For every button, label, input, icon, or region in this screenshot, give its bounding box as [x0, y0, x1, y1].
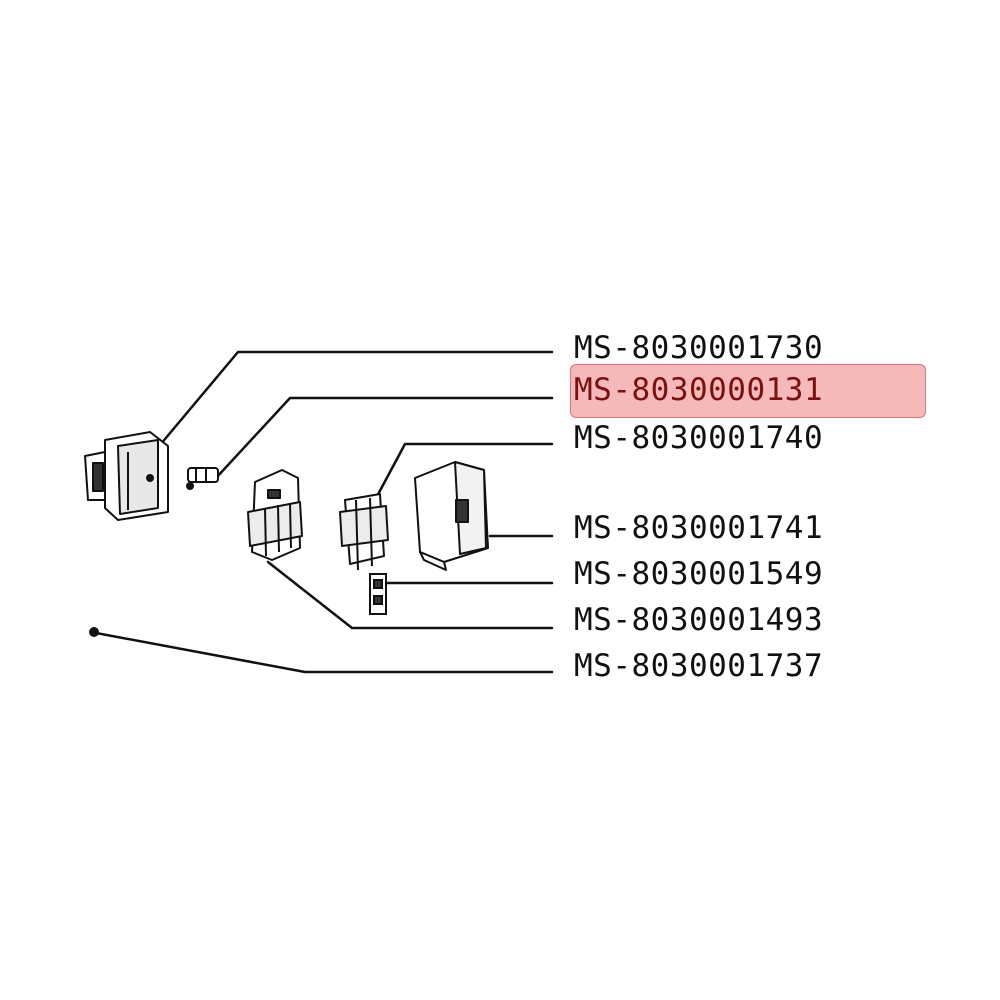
leader-line-1730	[158, 350, 554, 447]
part-number-1[interactable]: MS-8030001730	[574, 330, 824, 366]
cover-part	[414, 461, 489, 571]
part-number-2-highlighted[interactable]: MS-8030000131	[574, 372, 824, 408]
part-number-7[interactable]: MS-8030001737	[574, 648, 824, 684]
housing-part	[84, 431, 169, 521]
part-number-6[interactable]: MS-8030001493	[574, 602, 824, 638]
connector-part	[369, 573, 387, 615]
pin-part	[186, 467, 219, 490]
leader-line-1740	[373, 442, 554, 502]
leader-line-0131	[214, 396, 554, 480]
part-number-5[interactable]: MS-8030001549	[574, 556, 824, 592]
part-number-4[interactable]: MS-8030001741	[574, 510, 824, 546]
leader-line-1737	[94, 631, 554, 674]
switch-frame-part	[247, 469, 303, 561]
leader-line-1493	[266, 560, 554, 630]
part-number-3[interactable]: MS-8030001740	[574, 420, 824, 456]
selected-part-highlight	[570, 364, 926, 418]
spring-rod-part	[89, 627, 99, 637]
switch-part	[339, 493, 389, 571]
